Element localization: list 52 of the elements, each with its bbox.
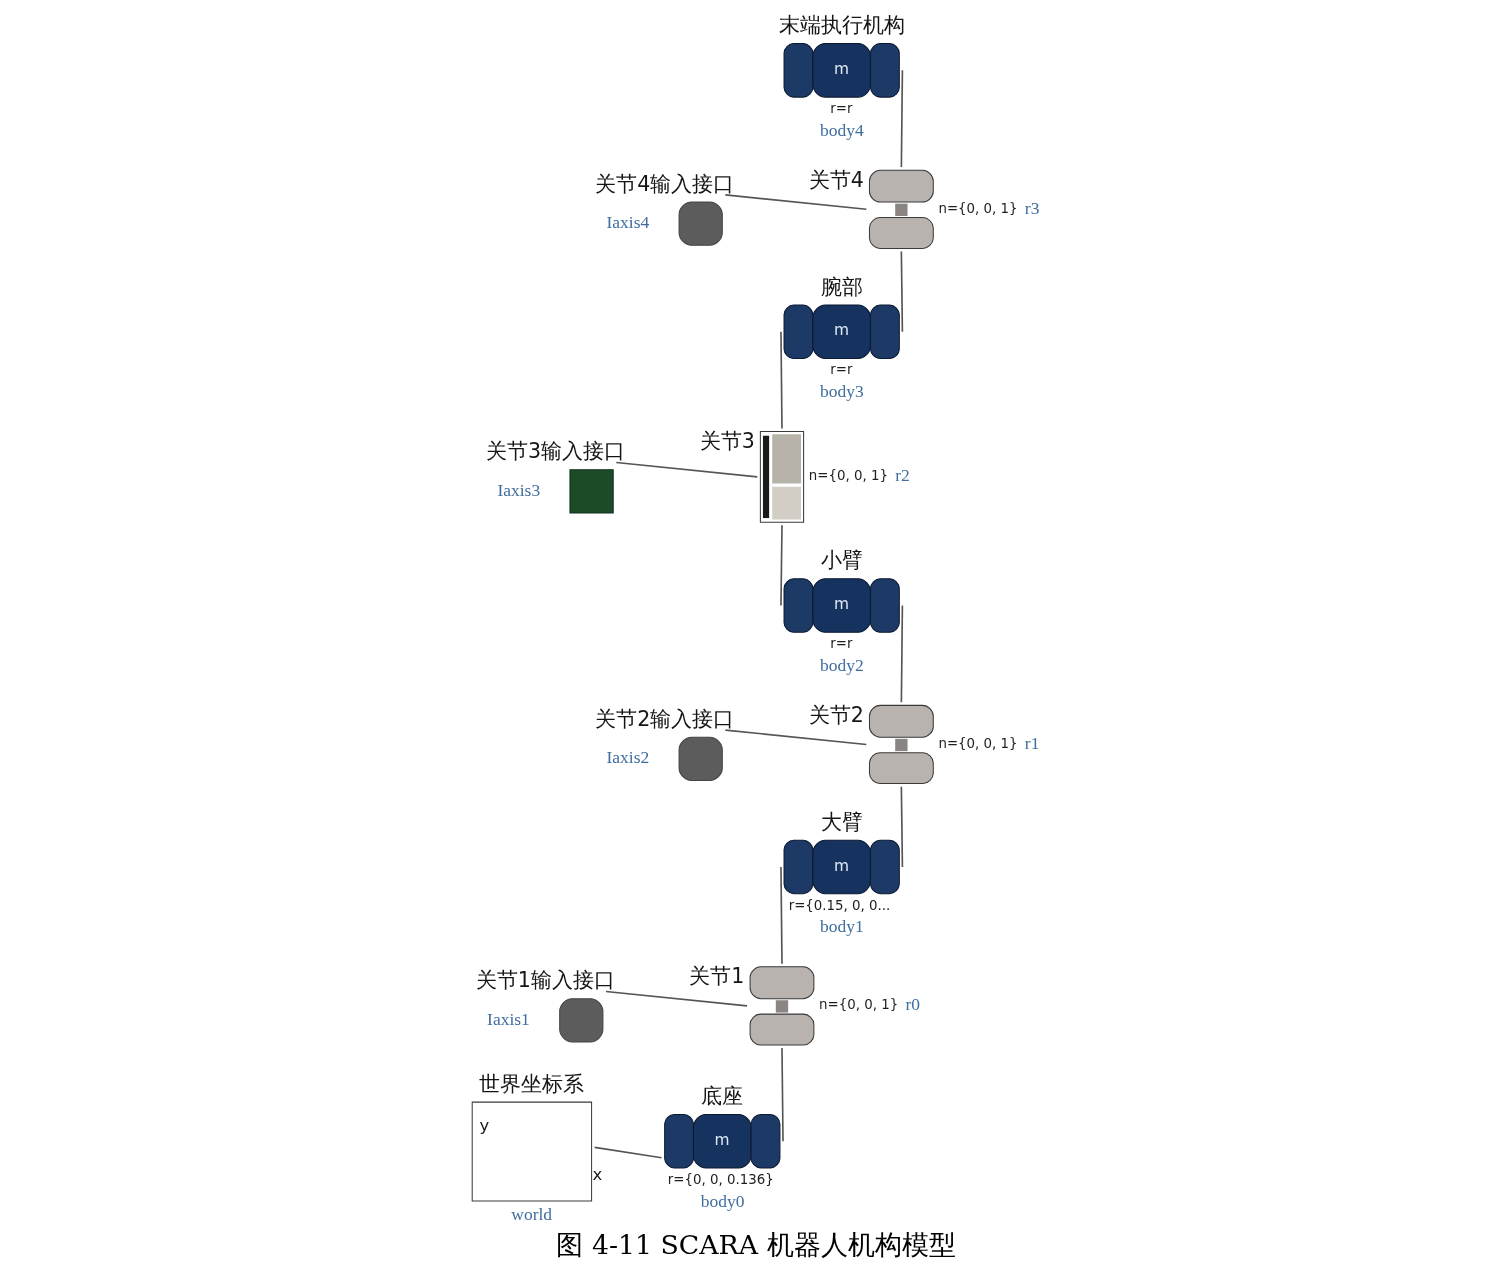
node-label: 腕部 bbox=[820, 274, 863, 299]
node-label: 关节4输入接口 bbox=[595, 171, 735, 196]
node-label: body2 bbox=[820, 654, 864, 675]
node-label: r1 bbox=[1024, 732, 1040, 753]
node-label: 小臂 bbox=[820, 548, 863, 573]
node-label: x bbox=[592, 1164, 603, 1184]
node-label: body4 bbox=[820, 119, 864, 140]
node-label: body3 bbox=[820, 381, 864, 402]
connector bbox=[780, 330, 783, 430]
connector bbox=[900, 785, 904, 868]
node-label: 关节3输入接口 bbox=[486, 439, 626, 464]
connector bbox=[781, 1047, 784, 1143]
connector bbox=[900, 69, 904, 168]
node-label: 末端执行机构 bbox=[778, 13, 905, 38]
node-label: world bbox=[511, 1204, 553, 1225]
connector bbox=[724, 729, 868, 746]
node-label: 关节2输入接口 bbox=[595, 706, 735, 731]
node-label: r=r bbox=[830, 100, 853, 116]
node-label: 世界坐标系 bbox=[479, 1071, 585, 1096]
node-label: Iaxis1 bbox=[487, 1008, 530, 1029]
connector bbox=[593, 1146, 663, 1159]
connector bbox=[900, 604, 904, 704]
connector bbox=[724, 194, 868, 211]
node-label: n={0, 0, 1} bbox=[938, 735, 1018, 751]
node-label: 底座 bbox=[701, 1084, 744, 1109]
node-label: r={0, 0, 0.136} bbox=[667, 1171, 774, 1187]
connector bbox=[900, 250, 904, 333]
node-label: r=r bbox=[830, 362, 853, 378]
connector bbox=[780, 524, 783, 607]
node-label: Iaxis3 bbox=[497, 479, 541, 500]
node-label: Iaxis4 bbox=[606, 211, 650, 232]
node-label: r3 bbox=[1024, 197, 1040, 218]
node-label: 关节4 bbox=[808, 167, 864, 192]
node-label: 关节1 bbox=[689, 964, 745, 989]
node-label: 关节2 bbox=[808, 702, 864, 727]
caption: 图 4-11 SCARA 机器人机构模型 bbox=[556, 1228, 956, 1260]
node-label: r=r bbox=[830, 636, 853, 652]
node-label: r0 bbox=[905, 994, 921, 1015]
node-label: Iaxis2 bbox=[606, 747, 650, 768]
node-label: 大臂 bbox=[820, 809, 863, 834]
connector bbox=[605, 990, 748, 1007]
node-label: r={0.15, 0, 0... bbox=[788, 897, 891, 913]
node-label: n={0, 0, 1} bbox=[819, 997, 899, 1013]
node-label: 关节3 bbox=[699, 429, 755, 454]
node-label: 关节1输入接口 bbox=[475, 968, 615, 993]
node-label: r2 bbox=[895, 465, 910, 486]
node-label: body1 bbox=[820, 916, 864, 937]
node-label: n={0, 0, 1} bbox=[938, 200, 1018, 216]
node-label: n={0, 0, 1} bbox=[808, 468, 888, 484]
connector bbox=[780, 866, 783, 965]
connector bbox=[615, 461, 759, 478]
node-label: body0 bbox=[700, 1190, 745, 1211]
